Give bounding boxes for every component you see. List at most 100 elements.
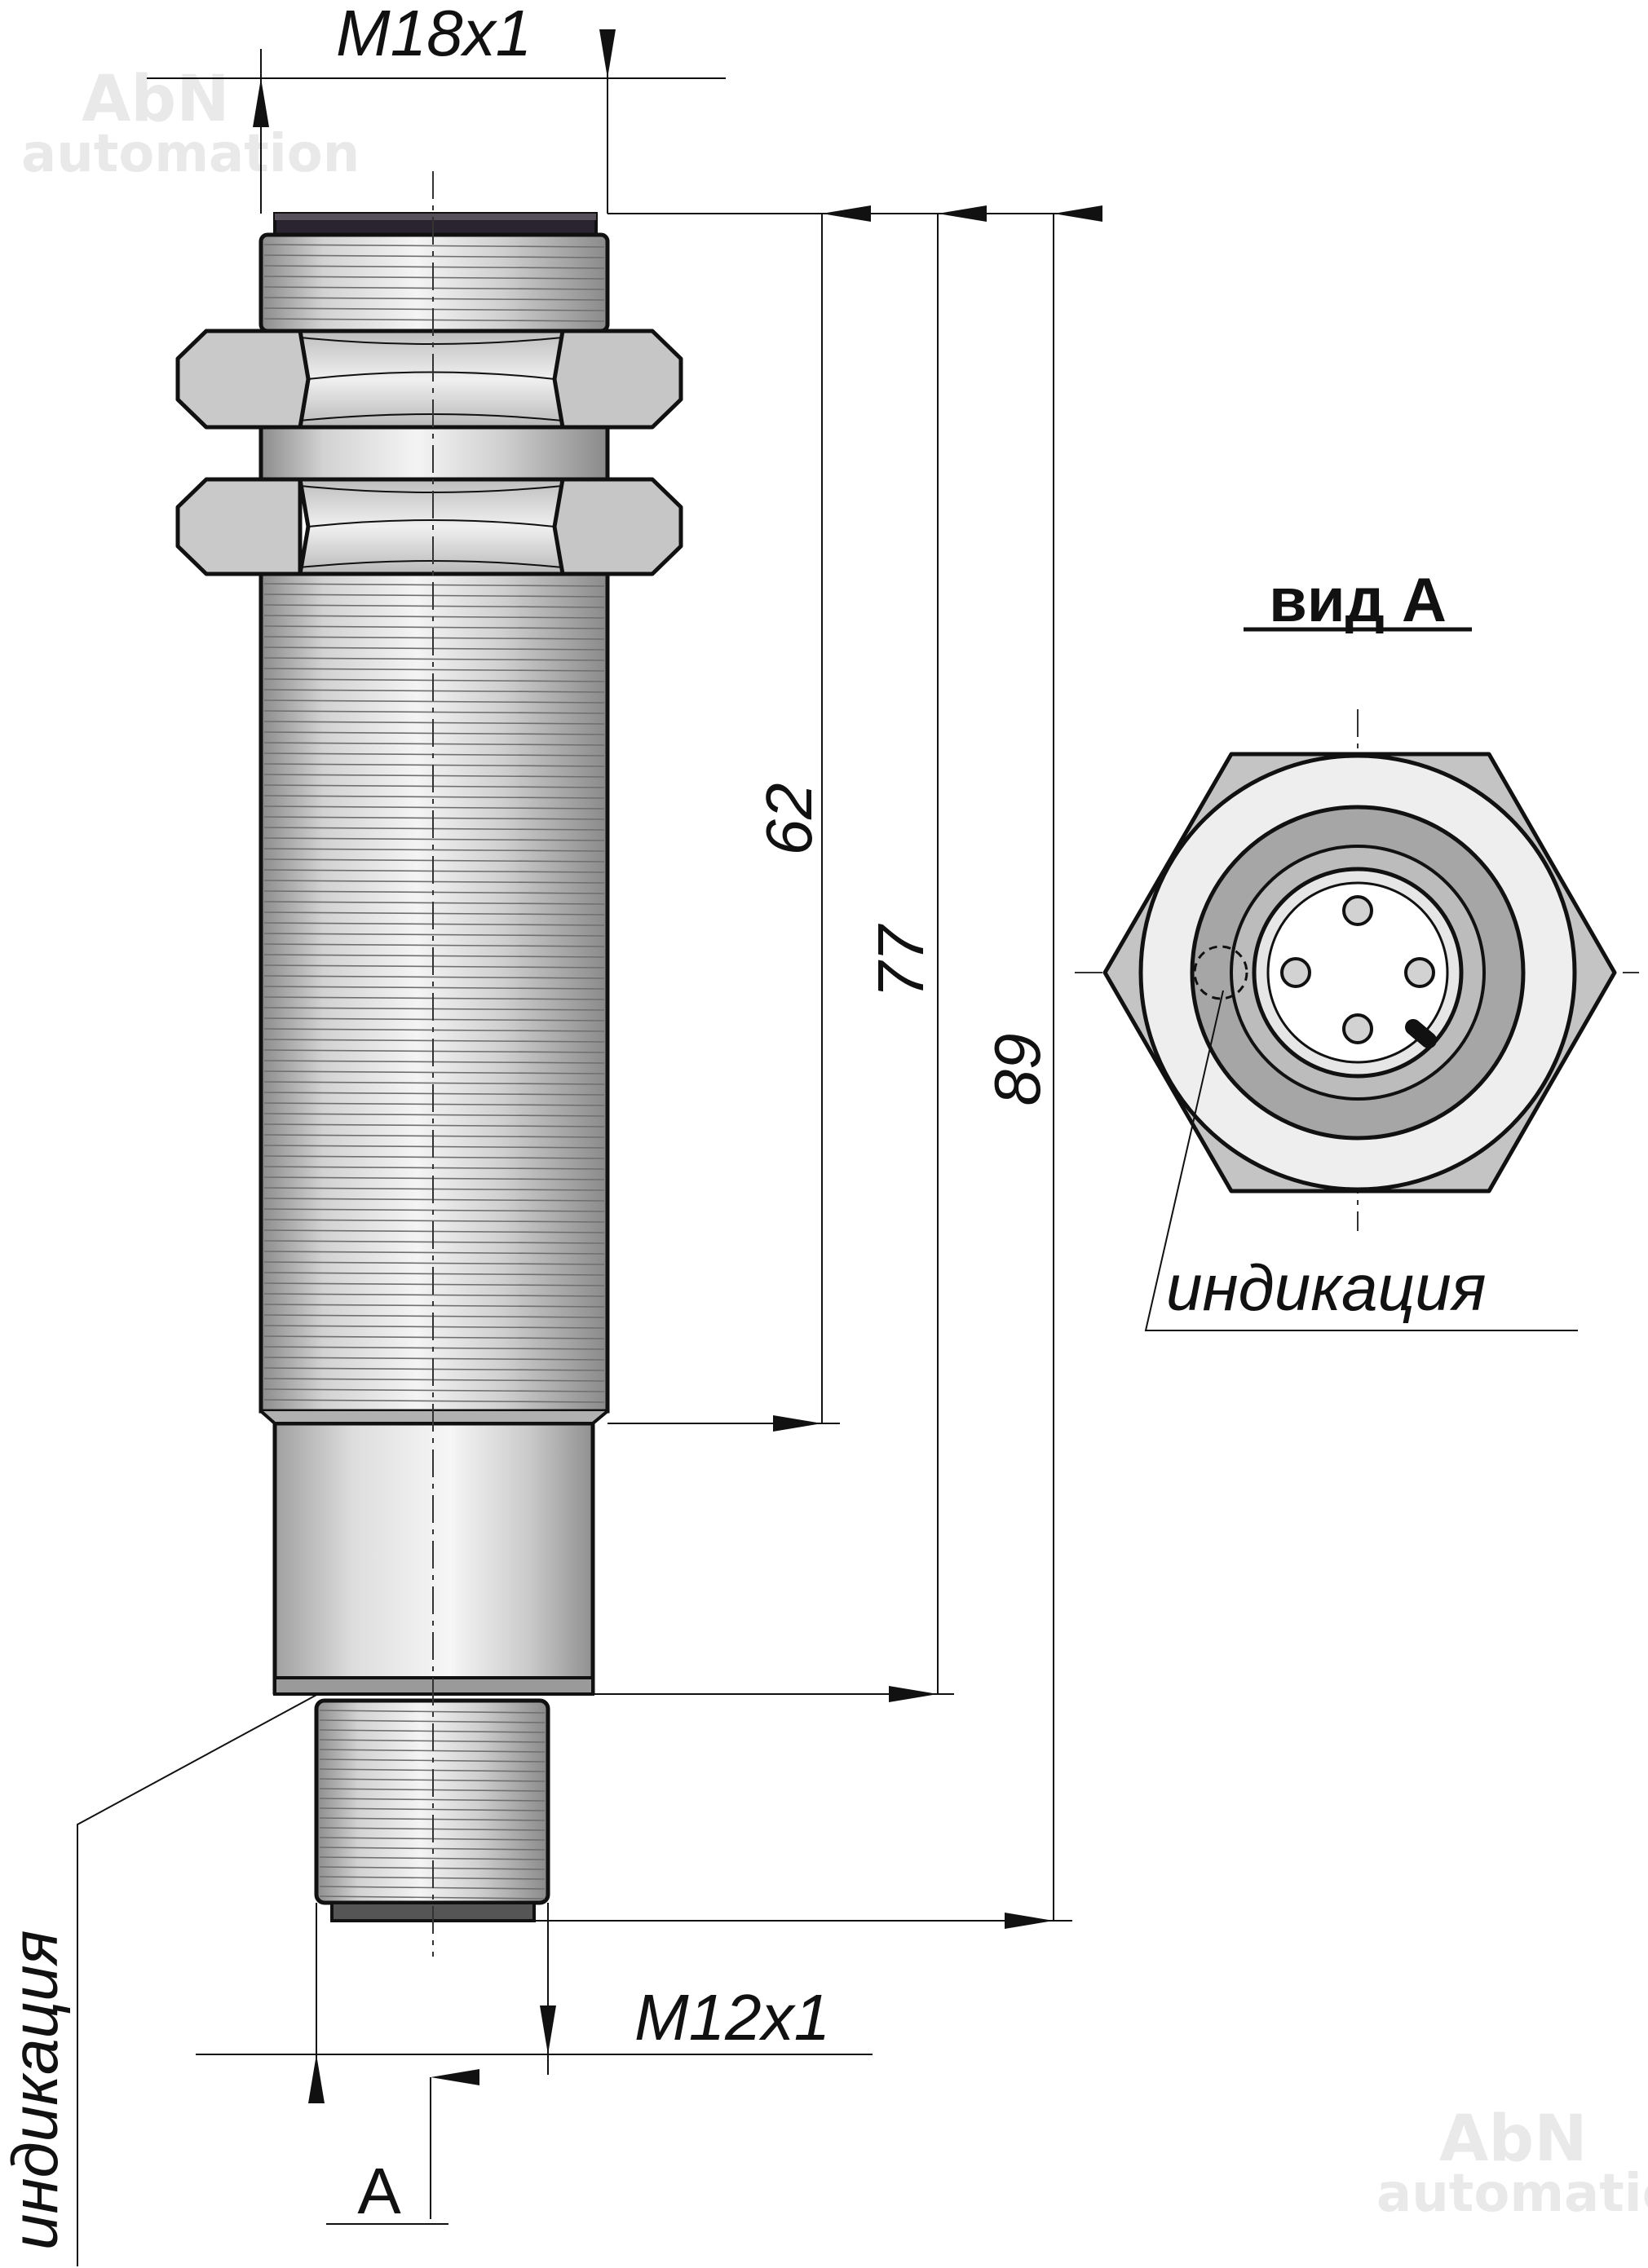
thread-line xyxy=(263,678,605,682)
thread-line xyxy=(263,710,605,714)
nut-lower xyxy=(175,477,683,576)
thread-line xyxy=(263,646,605,651)
thread-line xyxy=(263,816,605,820)
thread-line xyxy=(263,911,605,916)
thread-line xyxy=(263,837,605,841)
thread-line xyxy=(263,1155,605,1159)
thread-line xyxy=(263,1293,605,1297)
thread-line xyxy=(263,1325,605,1329)
thread-line xyxy=(263,1335,605,1339)
thread-line xyxy=(263,625,605,629)
pin-4 xyxy=(1342,1013,1373,1044)
thread-line xyxy=(263,742,605,746)
thread-line xyxy=(263,869,605,873)
label-dim-62: 62 xyxy=(753,783,825,856)
connector-pins xyxy=(1280,895,1435,1044)
thread-line xyxy=(263,265,605,269)
thread-line xyxy=(263,1070,605,1074)
thread-line xyxy=(263,593,605,598)
thread-line xyxy=(263,752,605,757)
thread-line xyxy=(263,901,605,905)
thread-line xyxy=(263,1304,605,1308)
thread-line xyxy=(263,286,605,290)
thread-line xyxy=(319,1807,546,1811)
label-indication-side: индикация xyxy=(0,1930,71,2250)
thread-line xyxy=(263,1102,605,1106)
thread-line xyxy=(263,1039,605,1043)
thread-line xyxy=(319,1847,546,1851)
thread-line xyxy=(263,1208,605,1212)
thread-line xyxy=(263,1134,605,1138)
thread-line xyxy=(263,774,605,778)
thread-line xyxy=(263,1187,605,1191)
thread-line xyxy=(263,986,605,990)
pin-1 xyxy=(1342,895,1373,926)
thread-line xyxy=(263,922,605,926)
label-indication-view: индикация xyxy=(1166,1251,1486,1324)
thread-line xyxy=(263,307,605,311)
thread-line xyxy=(263,1399,605,1403)
watermark-top-left: AbN automation xyxy=(21,63,360,184)
thread-line xyxy=(263,1314,605,1318)
label-m12x1: M12x1 xyxy=(634,1981,830,2054)
thread-line xyxy=(263,1261,605,1265)
thread-line xyxy=(263,1229,605,1233)
pin-3 xyxy=(1404,957,1435,988)
thread-between-nuts xyxy=(258,425,610,482)
thread-top xyxy=(258,232,610,333)
thread-line xyxy=(263,1176,605,1180)
view-a-title: вид А xyxy=(1269,566,1447,635)
thread-line xyxy=(263,880,605,884)
thread-line xyxy=(263,943,605,947)
thread-line xyxy=(263,583,605,587)
thread-lines-main xyxy=(263,583,605,1403)
thread-line xyxy=(263,1272,605,1276)
thread-line xyxy=(263,689,605,693)
thread-line xyxy=(263,699,605,704)
thread-line xyxy=(263,1007,605,1011)
thread-line xyxy=(263,848,605,852)
thread-line xyxy=(263,1060,605,1064)
thread-line xyxy=(263,1049,605,1053)
thread-line xyxy=(263,297,605,301)
thread-line xyxy=(263,1017,605,1021)
view-a: вид А индикация xyxy=(1075,566,1639,1331)
thread-line xyxy=(263,784,605,788)
watermark-brand-2: AbN xyxy=(1439,2103,1587,2176)
label-m18x1: M18x1 xyxy=(336,0,532,69)
thread-line xyxy=(263,1357,605,1361)
thread-line xyxy=(263,731,605,735)
thread-line xyxy=(263,858,605,863)
thread-line xyxy=(263,1346,605,1350)
thread-line xyxy=(263,636,605,640)
thread-line xyxy=(263,721,605,725)
thread-line xyxy=(263,763,605,767)
thread-line xyxy=(263,276,605,280)
thread-line xyxy=(263,1282,605,1286)
thread-line xyxy=(263,964,605,969)
thread-line xyxy=(263,615,605,619)
thread-line xyxy=(263,657,605,661)
coding-key xyxy=(1405,1019,1437,1048)
thread-line xyxy=(263,1028,605,1032)
nut-upper xyxy=(175,329,683,430)
thread-line xyxy=(263,1092,605,1096)
thread-line xyxy=(263,1145,605,1149)
thread-line xyxy=(319,1719,546,1723)
thread-line xyxy=(263,1219,605,1223)
thread-line xyxy=(263,795,605,799)
sensor-side-view xyxy=(175,171,683,1957)
pin-2 xyxy=(1280,957,1311,988)
thread-line xyxy=(319,1798,546,1802)
watermark-bottom-right: AbN automation xyxy=(1376,2103,1648,2224)
thread-line xyxy=(319,1856,546,1860)
watermark-sub: automation xyxy=(21,124,360,184)
thread-line xyxy=(263,805,605,810)
label-view-arrow-a: A xyxy=(357,2155,401,2227)
label-dim-77: 77 xyxy=(864,924,937,998)
thread-line xyxy=(263,668,605,672)
thread-line xyxy=(263,933,605,937)
thread-line xyxy=(263,1081,605,1085)
thread-line xyxy=(263,1166,605,1170)
